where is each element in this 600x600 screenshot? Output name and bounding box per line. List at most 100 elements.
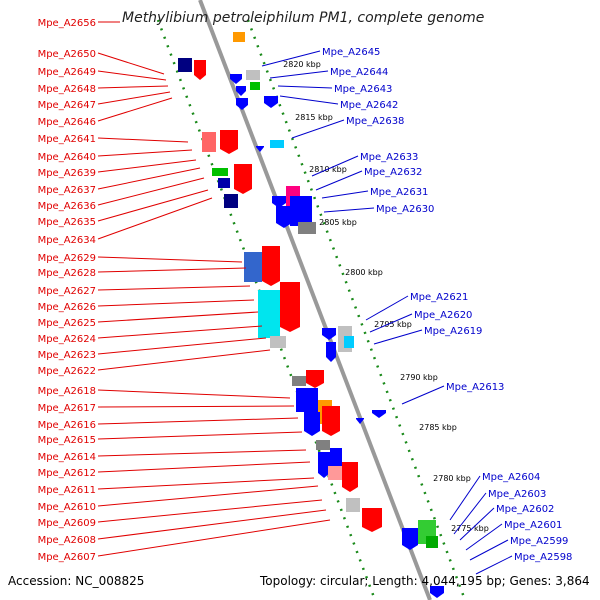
reverse-gene-label: Mpe_A2603: [488, 489, 546, 500]
reverse-gene-leader: [465, 523, 503, 551]
reverse-gene-label: Mpe_A2643: [334, 84, 392, 95]
reverse-gene-leader: [321, 190, 369, 199]
forward-gene-label: Mpe_A2629: [38, 253, 96, 264]
scale-tick-label: 2815 kbp: [295, 113, 333, 122]
gene-arrow: [342, 462, 358, 492]
map-title: Methylibium petroleiphilum PM1, complete…: [122, 10, 485, 26]
forward-gene-leader: [97, 337, 267, 355]
forward-gene-leader: [97, 431, 303, 440]
scale-tick-label: 2805 kbp: [319, 218, 357, 227]
forward-gene-leader: [97, 70, 167, 81]
forward-gene-leader: [97, 461, 311, 473]
gene-arrow: [264, 96, 278, 108]
forward-gene-leader: [97, 177, 205, 206]
gene-arrow: [280, 282, 300, 332]
reverse-gene-leader: [323, 207, 375, 213]
reverse-gene-label: Mpe_A2620: [414, 310, 472, 321]
forward-gene-label: Mpe_A2628: [38, 268, 96, 279]
gene-arrow: [372, 410, 386, 418]
gene-arrow: [304, 412, 320, 436]
forward-gene-leader: [97, 285, 251, 291]
forward-gene-label: Mpe_A2637: [38, 185, 96, 196]
scale-tick-label: 2785 kbp: [419, 423, 457, 432]
forward-gene-leader: [97, 149, 193, 157]
reverse-gene-label: Mpe_A2630: [376, 204, 434, 215]
forward-gene-leader: [97, 311, 259, 323]
reverse-gene-label: Mpe_A2645: [322, 47, 380, 58]
forward-gene-label: Mpe_A2656: [38, 18, 96, 29]
gene-arrow: [234, 164, 252, 194]
gene-arrow: [356, 418, 364, 424]
gene-block: [316, 440, 330, 450]
forward-gene-label: Mpe_A2616: [38, 420, 96, 431]
reverse-gene-label: Mpe_A2632: [364, 167, 422, 178]
forward-gene-label: Mpe_A2647: [38, 100, 96, 111]
gene-block: [233, 32, 245, 42]
forward-gene-leader: [97, 477, 315, 490]
forward-gene-label: Mpe_A2622: [38, 366, 96, 377]
reverse-gene-leader: [315, 170, 363, 191]
reverse-gene-leader: [459, 507, 495, 541]
reverse-gene-label: Mpe_A2642: [340, 100, 398, 111]
forward-gene-label: Mpe_A2635: [38, 217, 96, 228]
gene-arrow: [276, 206, 292, 228]
reverse-gene-leader: [469, 539, 509, 561]
forward-gene-label: Mpe_A2607: [38, 552, 96, 563]
forward-gene-label: Mpe_A2618: [38, 386, 96, 397]
forward-gene-leader: [97, 349, 271, 371]
gene-block: [298, 222, 316, 234]
genome-info-text: Topology: circular; Length: 4,044,195 bp…: [260, 574, 590, 588]
forward-gene-leader: [97, 499, 323, 523]
reverse-gene-leader: [279, 95, 339, 105]
gene-block: [250, 82, 260, 90]
gene-arrow: [322, 328, 336, 340]
forward-gene-label: Mpe_A2650: [38, 49, 96, 60]
reverse-gene-leader: [449, 475, 481, 521]
gene-block: [246, 70, 260, 80]
forward-gene-label: Mpe_A2627: [38, 286, 96, 297]
forward-gene-label: Mpe_A2639: [38, 168, 96, 179]
gene-block: [344, 336, 354, 348]
reverse-gene-leader: [269, 70, 329, 79]
reverse-gene-label: Mpe_A2604: [482, 472, 540, 483]
gene-arrow: [262, 246, 280, 286]
forward-gene-label: Mpe_A2611: [38, 485, 96, 496]
forward-gene-label: Mpe_A2646: [38, 117, 96, 128]
forward-gene-label: Mpe_A2608: [38, 535, 96, 546]
forward-gene-label: Mpe_A2641: [38, 134, 96, 145]
gene-block: [346, 498, 360, 512]
forward-gene-label: Mpe_A2648: [38, 84, 96, 95]
forward-gene-leader: [97, 189, 209, 222]
scale-tick-label: 2800 kbp: [345, 268, 383, 277]
scale-tick-label: 2775 kbp: [451, 524, 489, 533]
forward-gene-label: Mpe_A2624: [38, 334, 96, 345]
forward-gene-leader: [97, 509, 327, 540]
gene-arrow: [220, 130, 238, 154]
gene-arrow: [236, 98, 248, 110]
forward-gene-label: Mpe_A2614: [38, 452, 96, 463]
gene-block: [290, 196, 312, 226]
forward-gene-leader: [97, 449, 307, 457]
forward-gene-leader: [97, 389, 291, 399]
gene-arrow: [272, 196, 286, 208]
forward-gene-leader: [97, 91, 171, 105]
gene-block: [224, 194, 238, 208]
reverse-gene-label: Mpe_A2601: [504, 520, 562, 531]
forward-gene-leader: [97, 519, 331, 557]
scale-tick-label: 2790 kbp: [400, 373, 438, 382]
forward-gene-leader: [97, 197, 213, 240]
scale-tick-label: 2820 kbp: [283, 60, 321, 69]
genome-backbone: [198, 0, 432, 600]
gene-block: [258, 290, 280, 338]
forward-gene-label: Mpe_A2626: [38, 302, 96, 313]
reverse-gene-leader: [369, 313, 413, 333]
reverse-gene-leader: [453, 492, 487, 535]
forward-gene-label: Mpe_A2625: [38, 318, 96, 329]
gene-block: [270, 140, 284, 148]
forward-gene-leader: [97, 325, 263, 339]
gene-arrow: [322, 406, 340, 436]
forward-gene-leader: [97, 137, 189, 143]
gene-block: [270, 336, 286, 348]
reverse-gene-label: Mpe_A2619: [424, 326, 482, 337]
gene-arrow: [194, 60, 206, 80]
